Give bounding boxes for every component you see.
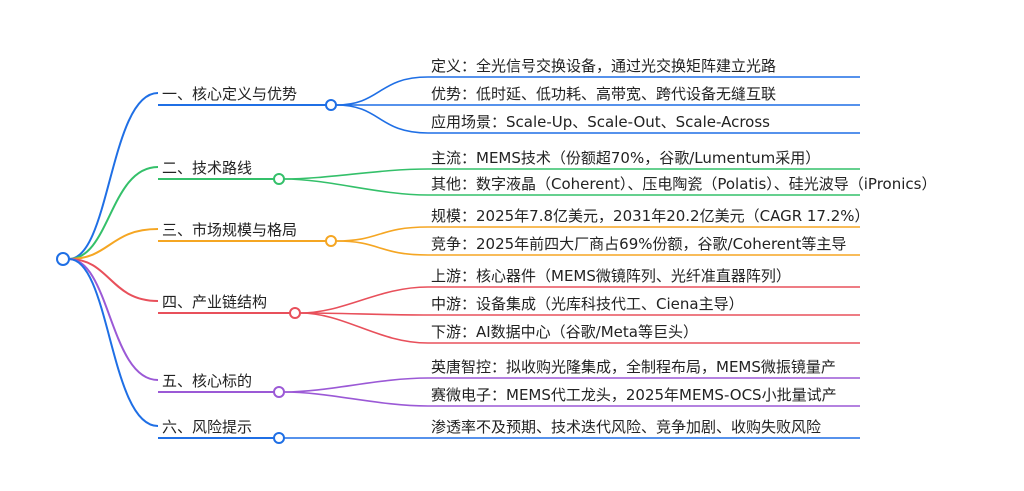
leaf-connector xyxy=(335,240,429,256)
leaf-label: 规模：2025年7.8亿美元，2031年20.2亿美元（CAGR 17.2%） xyxy=(431,207,870,225)
root-branch-connector xyxy=(68,258,159,381)
mindmap-edges xyxy=(68,76,860,439)
mindmap-labels: 一、核心定义与优势 定义：全光信号交换设备，通过光交换矩阵建立光路优势：低时延、低… xyxy=(162,57,936,436)
branch-node xyxy=(325,99,337,111)
leaf-connector xyxy=(283,178,429,196)
leaf-label: 优势：低时延、低功耗、高带宽、跨代设备无缝互联 xyxy=(431,85,776,103)
mindmap-nodes xyxy=(56,99,337,444)
leaf-label: 定义：全光信号交换设备，通过光交换矩阵建立光路 xyxy=(431,57,776,75)
leaf-connector xyxy=(299,312,429,344)
leaf-connector xyxy=(283,168,429,180)
branch-node xyxy=(273,173,285,185)
branch-node xyxy=(273,386,285,398)
branch-label: 三、市场规模与格局 xyxy=(162,221,297,239)
leaf-connector xyxy=(335,226,429,242)
branch-node xyxy=(289,307,301,319)
leaf-label: 应用场景：Scale-Up、Scale-Out、Scale-Across xyxy=(431,113,770,131)
leaf-connector xyxy=(283,391,429,407)
branch-node xyxy=(325,235,337,247)
leaf-connector xyxy=(335,104,429,134)
leaf-label: 上游：核心器件（MEMS微镜阵列、光纤准直器阵列） xyxy=(431,267,791,285)
leaf-label: 主流：MEMS技术（份额超70%，谷歌/Lumentum采用） xyxy=(431,149,820,167)
branch-label: 二、技术路线 xyxy=(162,159,252,177)
root-branch-connector xyxy=(68,258,159,427)
root-node xyxy=(56,252,70,266)
leaf-label: 英唐智控：拟收购光隆集成，全制程布局，MEMS微振镜量产 xyxy=(431,358,836,376)
leaf-connector xyxy=(283,377,429,393)
root-branch-connector xyxy=(68,228,159,260)
root-branch-connector xyxy=(68,258,159,302)
leaf-label: 赛微电子：MEMS代工龙头，2025年MEMS-OCS小批量试产 xyxy=(431,386,837,404)
branch-label: 一、核心定义与优势 xyxy=(162,85,297,103)
root-branch-connector xyxy=(68,166,159,260)
leaf-label: 中游：设备集成（光库科技代工、Ciena主导） xyxy=(431,295,744,313)
leaf-label: 其他：数字液晶（Coherent）、压电陶瓷（Polatis）、硅光波导（iPr… xyxy=(431,175,936,193)
branch-label: 四、产业链结构 xyxy=(162,293,267,311)
leaf-connector xyxy=(335,76,429,106)
leaf-label: 竞争：2025年前四大厂商占69%份额，谷歌/Coherent等主导 xyxy=(431,235,846,253)
leaf-connector xyxy=(299,286,429,314)
leaf-label: 下游：AI数据中心（谷歌/Meta等巨头） xyxy=(431,323,698,341)
branch-label: 六、风险提示 xyxy=(162,418,252,436)
leaf-label: 渗透率不及预期、技术迭代风险、竞争加剧、收购失败风险 xyxy=(431,418,821,436)
leaf-connector xyxy=(299,312,429,316)
root-branch-connector xyxy=(68,92,159,260)
branch-node xyxy=(273,432,285,444)
branch-label: 五、核心标的 xyxy=(162,372,252,390)
